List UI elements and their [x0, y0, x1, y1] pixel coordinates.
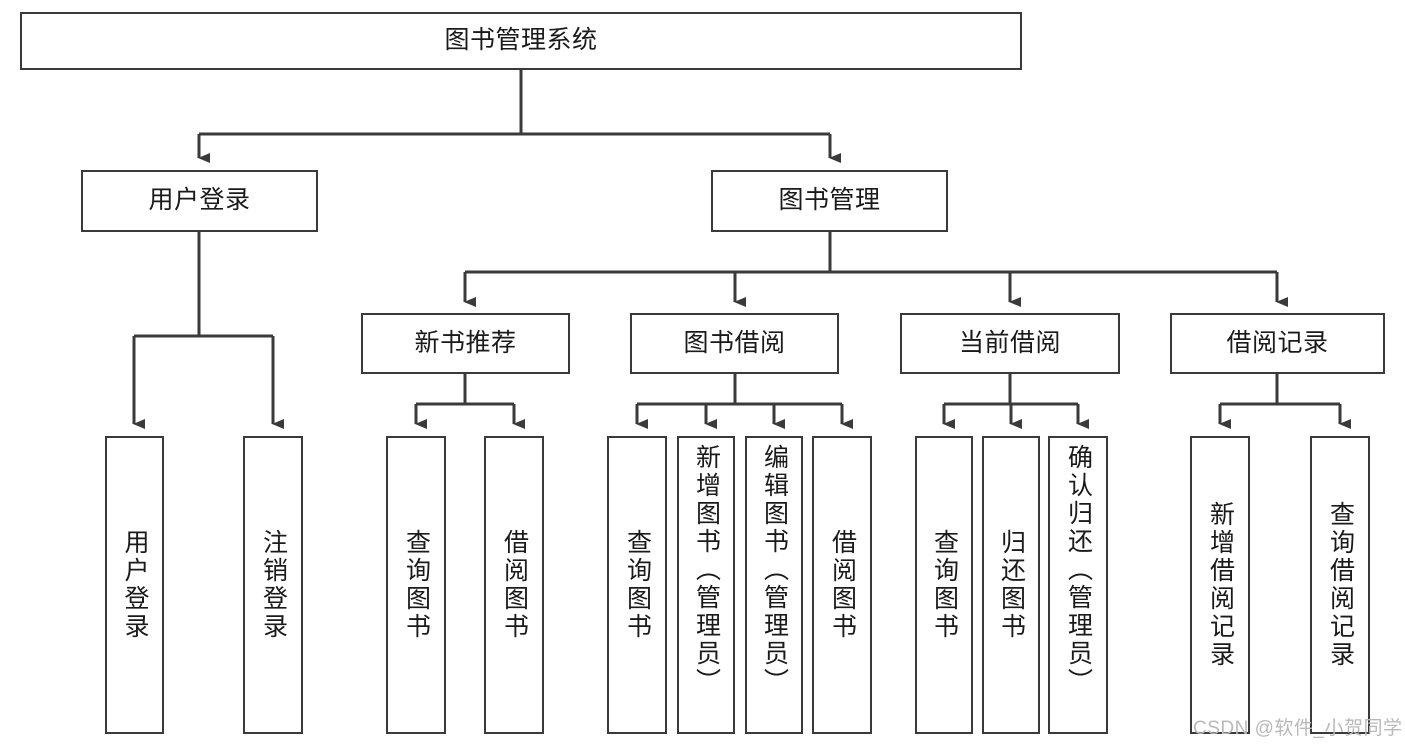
node-leaf-return-book-label: 归还图书	[997, 529, 1026, 641]
node-leaf-query-book-borrow[interactable]: 查询图书	[607, 436, 667, 734]
node-leaf-borrow-book-recommend-label: 借阅图书	[500, 529, 529, 641]
node-leaf-query-borrow-record[interactable]: 查询借阅记录	[1310, 436, 1370, 734]
node-leaf-query-book-recommend[interactable]: 查询图书	[386, 436, 446, 734]
csdn-watermark: CSDN @软件_小贺同学	[1193, 718, 1403, 739]
node-root-label: 图书管理系统	[444, 26, 598, 55]
node-leaf-query-book-borrow-label: 查询图书	[623, 529, 652, 641]
node-leaf-add-borrow-record[interactable]: 新增借阅记录	[1190, 436, 1250, 734]
node-leaf-query-borrow-record-label: 查询借阅记录	[1326, 501, 1355, 669]
node-leaf-add-book-admin-label: 新增图书（管理员）	[692, 444, 721, 696]
node-leaf-add-book-admin[interactable]: 新增图书（管理员）	[677, 436, 735, 734]
node-leaf-user-logout[interactable]: 注销登录	[243, 436, 303, 734]
node-leaf-query-book-recommend-label: 查询图书	[402, 529, 431, 641]
node-book-borrow-label: 图书借阅	[683, 328, 786, 357]
node-leaf-user-logout-label: 注销登录	[259, 529, 288, 641]
node-new-book-recommend[interactable]: 新书推荐	[361, 313, 570, 374]
node-user-login-label: 用户登录	[148, 186, 251, 215]
node-borrow-record-label: 借阅记录	[1226, 328, 1329, 357]
node-leaf-borrow-book[interactable]: 借阅图书	[812, 436, 872, 734]
node-borrow-record[interactable]: 借阅记录	[1170, 313, 1385, 374]
node-user-login[interactable]: 用户登录	[81, 170, 318, 232]
node-book-borrow[interactable]: 图书借阅	[630, 313, 839, 374]
node-current-borrow-label: 当前借阅	[958, 328, 1061, 357]
node-book-management[interactable]: 图书管理	[711, 170, 948, 232]
node-leaf-edit-book-admin[interactable]: 编辑图书（管理员）	[745, 436, 803, 734]
node-leaf-user-login-label: 用户登录	[121, 529, 149, 641]
node-leaf-query-book-current-label: 查询图书	[930, 529, 959, 641]
node-leaf-borrow-book-recommend[interactable]: 借阅图书	[484, 436, 544, 734]
node-leaf-return-book[interactable]: 归还图书	[982, 436, 1040, 734]
node-leaf-add-borrow-record-label: 新增借阅记录	[1206, 501, 1235, 669]
node-new-book-recommend-label: 新书推荐	[414, 328, 517, 357]
node-leaf-query-book-current[interactable]: 查询图书	[915, 436, 973, 734]
node-leaf-user-login[interactable]: 用户登录	[105, 436, 164, 734]
node-leaf-borrow-book-label: 借阅图书	[828, 529, 857, 641]
node-root[interactable]: 图书管理系统	[20, 12, 1022, 70]
node-book-management-label: 图书管理	[778, 186, 881, 215]
node-leaf-confirm-return-admin[interactable]: 确认归还（管理员）	[1048, 436, 1108, 734]
node-leaf-edit-book-admin-label: 编辑图书（管理员）	[760, 444, 789, 696]
node-leaf-confirm-return-admin-label: 确认归还（管理员）	[1064, 444, 1093, 696]
node-current-borrow[interactable]: 当前借阅	[900, 313, 1120, 374]
